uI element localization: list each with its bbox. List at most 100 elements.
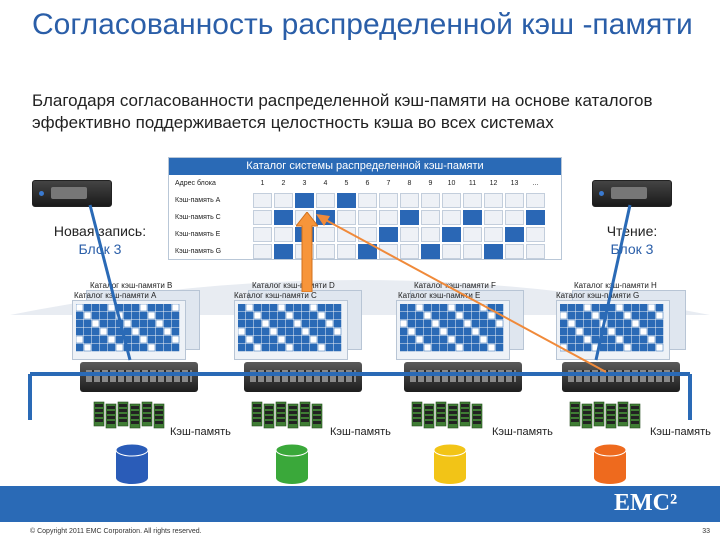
grid-cell xyxy=(76,327,84,336)
grid-cell xyxy=(139,327,148,336)
grid-cell xyxy=(171,304,180,312)
grid-cell xyxy=(655,304,664,312)
grid-cell xyxy=(285,304,294,312)
grid-cell xyxy=(333,319,342,328)
grid-cell xyxy=(639,319,648,328)
directory-cell xyxy=(442,227,461,242)
grid-cell xyxy=(623,327,632,336)
directory-row-cache-g: Кэш-память G xyxy=(169,243,561,260)
grid-cell xyxy=(333,304,342,312)
grid-cell xyxy=(325,319,334,328)
cache-grid-pattern xyxy=(560,304,664,352)
grid-cell xyxy=(623,304,632,312)
grid-cell xyxy=(615,335,624,344)
directory-cell xyxy=(442,193,461,208)
memory-modules-icon xyxy=(251,401,323,429)
grid-cell xyxy=(560,311,568,320)
directory-cell xyxy=(442,210,461,225)
cache-grid-pattern xyxy=(400,304,504,352)
directory-cell xyxy=(274,227,293,242)
directory-cell xyxy=(358,244,377,259)
grid-cell xyxy=(415,311,424,320)
grid-cell xyxy=(261,319,270,328)
grid-cell xyxy=(131,304,140,312)
directory-cell xyxy=(358,193,377,208)
grid-cell xyxy=(107,335,116,344)
cache-directory-back-label: Каталог кэш-памяти D xyxy=(252,281,335,290)
grid-cell xyxy=(560,319,568,328)
grid-cell xyxy=(407,304,416,312)
grid-cell xyxy=(277,327,286,336)
grid-cell xyxy=(91,311,100,320)
grid-cell xyxy=(277,343,286,352)
grid-cell xyxy=(269,319,278,328)
grid-cell xyxy=(623,343,632,352)
grid-cell xyxy=(171,311,180,320)
grid-cell xyxy=(487,343,496,352)
grid-cell xyxy=(400,327,408,336)
directory-cell xyxy=(400,244,419,259)
grid-cell xyxy=(487,327,496,336)
grid-cell xyxy=(560,327,568,336)
read-label: Чтение: xyxy=(606,223,658,239)
memory-modules-icon xyxy=(93,401,165,429)
grid-cell xyxy=(107,327,116,336)
grid-cell xyxy=(293,319,302,328)
grid-cell xyxy=(591,304,600,312)
directory-cell xyxy=(505,227,524,242)
grid-cell xyxy=(91,319,100,328)
column-number: 1 xyxy=(260,180,265,187)
grid-cell xyxy=(309,304,318,312)
grid-cell xyxy=(83,311,92,320)
memory-modules-icon xyxy=(569,401,641,429)
grid-cell xyxy=(439,311,448,320)
grid-cell xyxy=(333,311,342,320)
grid-cell xyxy=(147,343,156,352)
grid-cell xyxy=(647,327,656,336)
grid-cell xyxy=(99,311,108,320)
grid-cell xyxy=(155,343,164,352)
grid-cell xyxy=(447,343,456,352)
right-server-icon xyxy=(592,180,672,207)
cache-directory-back-label: Каталог кэш-памяти B xyxy=(90,281,173,290)
directory-cell xyxy=(274,193,293,208)
grid-cell xyxy=(285,319,294,328)
left-link-line xyxy=(88,204,132,361)
column-number: ... xyxy=(532,180,539,187)
column-number: 13 xyxy=(510,180,519,187)
grid-cell xyxy=(479,335,488,344)
grid-cell xyxy=(277,319,286,328)
right-link-line xyxy=(594,204,632,361)
grid-cell xyxy=(325,311,334,320)
grid-cell xyxy=(293,327,302,336)
directory-cell xyxy=(421,193,440,208)
grid-cell xyxy=(277,335,286,344)
column-number: 7 xyxy=(386,180,391,187)
grid-cell xyxy=(293,343,302,352)
grid-cell xyxy=(567,335,576,344)
grid-cell xyxy=(238,343,246,352)
grid-cell xyxy=(317,304,326,312)
database-disk-icon xyxy=(433,443,467,484)
column-number: 4 xyxy=(323,180,328,187)
grid-cell xyxy=(567,319,576,328)
row-label: Кэш-память C xyxy=(175,214,221,221)
grid-cell xyxy=(631,304,640,312)
grid-cell xyxy=(309,319,318,328)
directory-cell xyxy=(505,244,524,259)
grid-cell xyxy=(131,327,140,336)
page-number: 33 xyxy=(702,528,710,535)
grid-cell xyxy=(317,319,326,328)
grid-cell xyxy=(407,319,416,328)
grid-cell xyxy=(400,343,408,352)
grid-cell xyxy=(455,327,464,336)
grid-cell xyxy=(163,335,172,344)
grid-cell xyxy=(631,327,640,336)
grid-cell xyxy=(238,304,246,312)
grid-cell xyxy=(495,327,504,336)
grid-cell xyxy=(415,327,424,336)
grid-cell xyxy=(269,304,278,312)
grid-cell xyxy=(325,327,334,336)
disk-body xyxy=(116,450,148,484)
grid-cell xyxy=(317,343,326,352)
